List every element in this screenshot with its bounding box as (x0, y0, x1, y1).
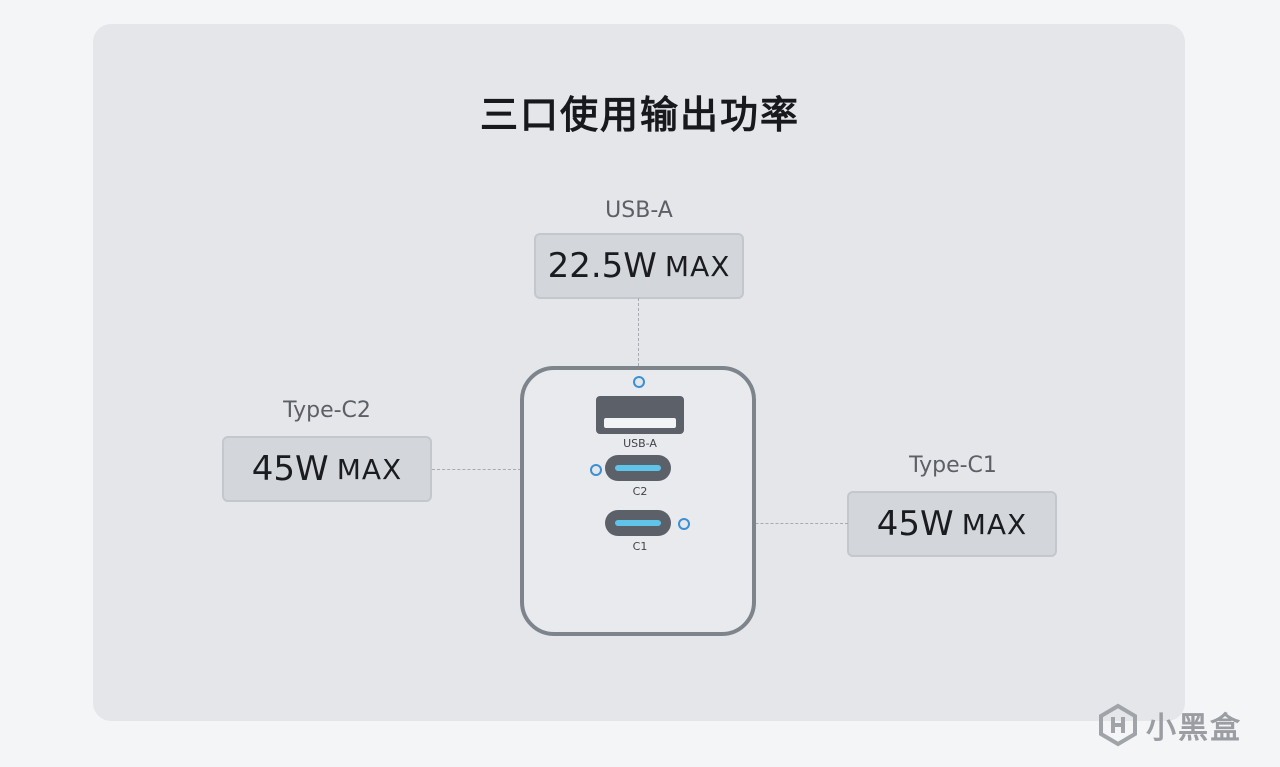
type-c2-indicator-dot (590, 464, 602, 476)
heybox-logo-icon (1099, 703, 1137, 747)
usb-a-connector-line (638, 298, 639, 376)
type-c1-label: Type-C1 (909, 453, 997, 478)
usb-a-power-value: 22.5W (547, 246, 657, 286)
type-c1-port-tag: C1 (632, 540, 648, 553)
usb-a-indicator-dot (633, 376, 645, 388)
usb-a-port-tongue (604, 418, 676, 428)
type-c2-power-value: 45W (251, 449, 329, 489)
usb-a-label: USB-A (605, 198, 673, 223)
type-c1-connector-line (686, 523, 848, 524)
type-c2-power-max: MAX (336, 452, 403, 486)
watermark-text: 小黑盒 (1146, 711, 1242, 746)
type-c1-port (605, 510, 671, 536)
type-c1-port-contact (615, 520, 661, 526)
type-c2-connector-line (432, 469, 592, 470)
type-c1-power-value: 45W (876, 504, 954, 544)
usb-a-port (596, 396, 684, 434)
page-title: 三口使用输出功率 (479, 93, 800, 137)
type-c1-power-max: MAX (961, 507, 1028, 541)
usb-a-port-tag: USB-A (623, 437, 657, 450)
type-c1-indicator-dot (678, 518, 690, 530)
type-c2-label: Type-C2 (283, 398, 371, 423)
type-c2-port (605, 455, 671, 481)
usb-a-power-max: MAX (664, 249, 731, 283)
watermark: 小黑盒 (1096, 703, 1242, 747)
type-c2-port-contact (615, 465, 661, 471)
type-c2-port-tag: C2 (632, 485, 648, 498)
